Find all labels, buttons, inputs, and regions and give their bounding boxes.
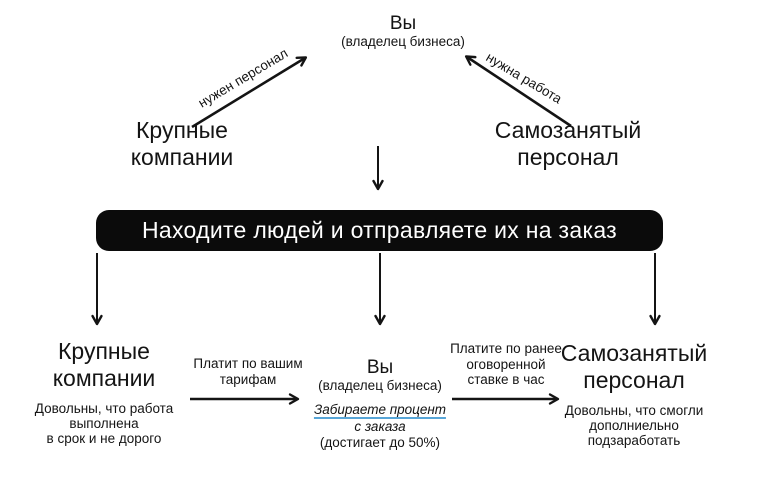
- node-you-bottom: Вы (владелец бизнеса) Забираете процент …: [313, 357, 447, 451]
- companies-top-line1: Крупные: [136, 117, 228, 143]
- pays-hourly-label: Платите по ранее оговоренной ставке в ча…: [450, 341, 562, 388]
- you-bottom-subtitle: (владелец бизнеса): [318, 378, 442, 393]
- node-companies-top: Крупные компании: [131, 117, 234, 171]
- companies-desc-line3: в срок и не дорого: [46, 431, 162, 446]
- node-you-top: Вы (владелец бизнеса): [341, 13, 465, 50]
- pays-hourly-line3: ставке в час: [467, 372, 545, 387]
- companies-bottom-desc: Довольны, что работа выполнена в срок и …: [35, 401, 173, 446]
- node-companies-bottom: Крупные компании Довольны, что работа вы…: [35, 338, 173, 446]
- companies-top-line2: компании: [130, 144, 234, 170]
- pays-hourly-line1: Платите по ранее: [450, 341, 562, 356]
- companies-bottom-line1: Крупные: [58, 338, 150, 364]
- pays-your-rates-label: Платит по вашим тарифам: [193, 356, 302, 387]
- process-banner-label: Находите людей и отправляете их на заказ: [141, 217, 618, 243]
- workers-desc-line2: дополниельно: [589, 418, 679, 433]
- companies-bottom-line2: компании: [52, 365, 156, 391]
- workers-bottom-desc: Довольны, что смогли дополниельно подзар…: [561, 403, 707, 448]
- commission-note: (достигает до 50%): [319, 434, 441, 450]
- pays-hourly-line2: оговоренной: [466, 356, 546, 372]
- workers-desc-line1: Довольны, что смогли: [564, 403, 704, 418]
- arrow-need-staff: [191, 56, 308, 129]
- node-workers-bottom: Самозанятый персонал Довольны, что смогл…: [561, 340, 707, 448]
- workers-top-line1: Самозанятый: [494, 117, 642, 143]
- you-bottom-title: Вы: [366, 357, 394, 378]
- pays-your-rates-line2: тарифам: [219, 371, 277, 387]
- arrow-need-work: [464, 55, 572, 128]
- commission-line1: Забираете процент: [313, 402, 447, 419]
- companies-desc-line2: выполнена: [69, 416, 139, 431]
- node-workers-top: Самозанятый персонал: [495, 117, 641, 171]
- workers-bottom-line1: Самозанятый: [560, 340, 708, 366]
- you-top-subtitle: (владелец бизнеса): [341, 34, 465, 49]
- workers-desc-line3: подзаработать: [587, 433, 681, 448]
- companies-desc-line1: Довольны, что работа: [34, 401, 174, 416]
- workers-top-line2: персонал: [517, 144, 619, 170]
- commission-underlined-text: Забираете процент: [313, 402, 447, 419]
- commission-line2: с заказа: [354, 419, 406, 434]
- pays-your-rates-line1: Платит по вашим: [193, 356, 303, 371]
- you-top-title: Вы: [389, 13, 417, 34]
- commission-block: Забираете процент с заказа (достигает до…: [313, 402, 447, 451]
- process-banner: Находите людей и отправляете их на заказ: [96, 210, 663, 251]
- workers-bottom-line2: персонал: [583, 367, 685, 393]
